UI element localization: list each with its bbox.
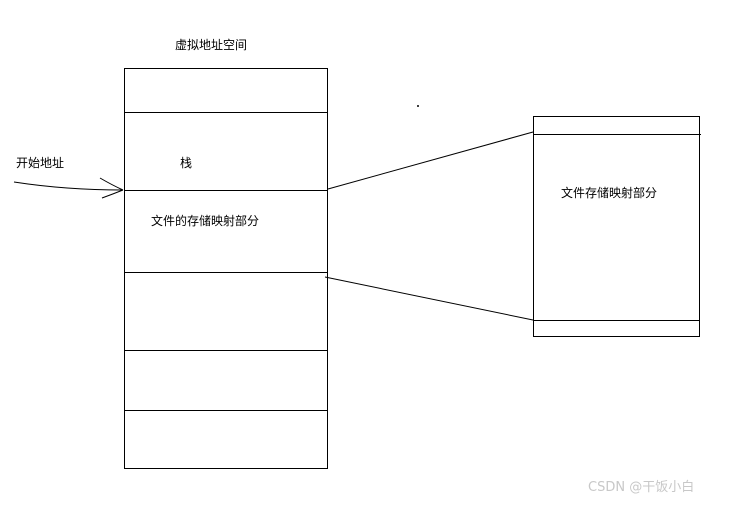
mapped-segment-label: 文件的存储映射部分: [151, 214, 260, 228]
mapping-line-top: [327, 131, 534, 190]
mapping-line-bottom: [324, 276, 534, 321]
virtual-address-space-title: 虚拟地址空间: [175, 38, 248, 52]
stack-label: 栈: [180, 156, 193, 170]
file-box-label: 文件存储映射部分: [561, 186, 658, 200]
file-box: [533, 116, 700, 337]
start-address-arrowhead: [99, 177, 124, 199]
watermark: CSDN @干饭小白: [588, 480, 695, 495]
start-address-arrow: [13, 181, 124, 191]
stray-dot: [417, 105, 419, 107]
start-address-label: 开始地址: [16, 156, 65, 170]
virtual-address-space-box: [124, 68, 328, 469]
